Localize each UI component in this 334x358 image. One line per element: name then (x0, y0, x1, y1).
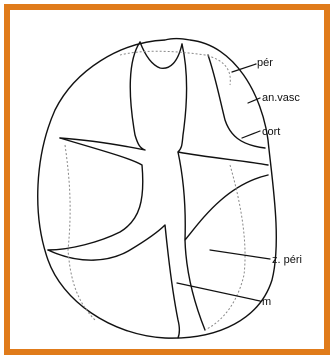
lower-left-lobe (48, 225, 180, 338)
dotted-line-top (120, 51, 230, 85)
top-lobe (140, 42, 182, 68)
label-cort: cort (262, 126, 280, 138)
upper-right-region (178, 44, 268, 165)
dotted-line-right (205, 165, 245, 330)
label-m: m (262, 296, 271, 308)
lower-right-region (178, 152, 205, 330)
outer-outline (38, 39, 277, 339)
label-z-peri: z. péri (272, 254, 302, 266)
lower-right-inner (185, 175, 268, 240)
left-middle-lobe (48, 138, 143, 250)
leader-m (177, 283, 260, 301)
label-an-vasc: an.vasc (262, 92, 300, 104)
upper-left-region (60, 42, 145, 150)
leader-z-peri (210, 250, 270, 259)
leader-cort (242, 131, 260, 138)
label-per: pér (257, 57, 273, 69)
